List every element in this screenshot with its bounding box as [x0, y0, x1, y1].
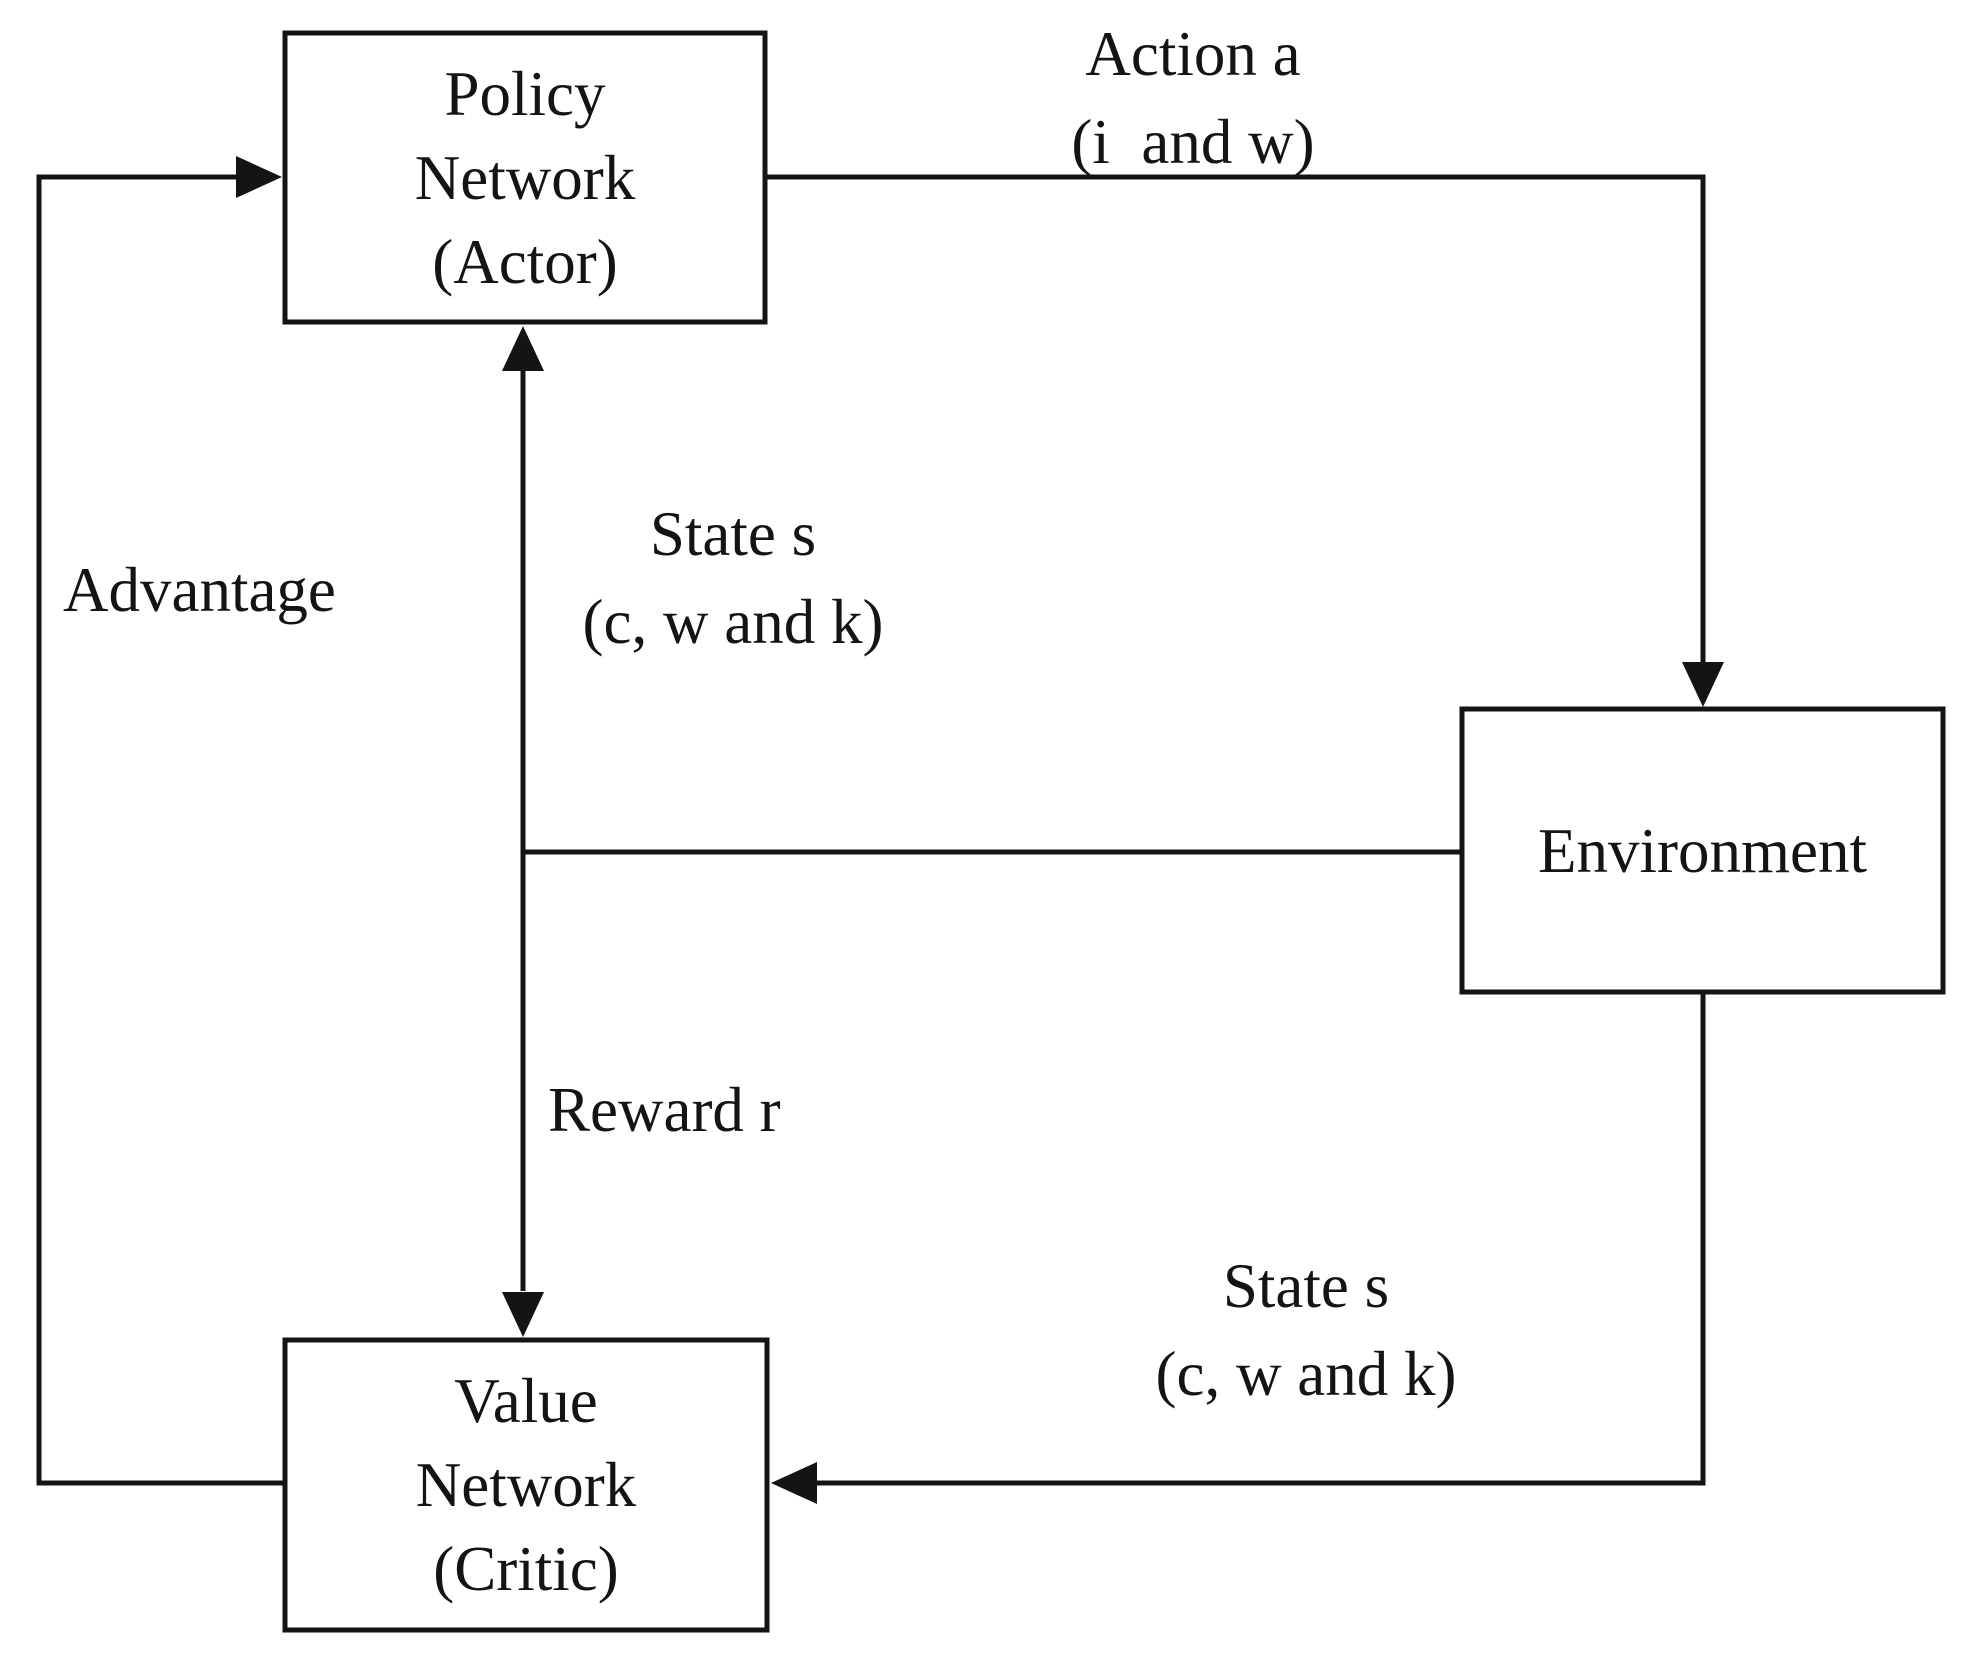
action-edge-label-line2: (i and w)	[1071, 107, 1315, 177]
environment-box	[1459, 706, 1946, 995]
arrowhead-left-into-value-icon	[771, 1462, 817, 1504]
state-to-value-edge-label-line1: State s	[1222, 1251, 1390, 1321]
state-to-value-edge-label: State s (c, w and k)	[1056, 1242, 1556, 1418]
action-edge-label-line1: Action a	[1085, 19, 1301, 89]
arrowhead-right-into-policy-icon	[236, 156, 282, 198]
value-network-label-line1: Value	[454, 1366, 598, 1436]
arrowhead-down-into-environment-icon	[1682, 662, 1724, 707]
state-to-policy-edge-label: State s (c, w and k)	[483, 490, 983, 666]
value-network-label-line2: Network	[415, 1450, 637, 1520]
environment-label: Environment	[1462, 709, 1943, 992]
arrowhead-down-into-value-icon	[502, 1292, 544, 1337]
state-to-value-edge-label-line2: (c, w and k)	[1155, 1339, 1457, 1409]
action-edge-label: Action a (i and w)	[943, 10, 1443, 186]
policy-network-label-line2: Network	[414, 142, 636, 213]
arrowhead-up-into-policy-icon	[502, 326, 544, 371]
value-network-label: Value Network (Critic)	[285, 1340, 767, 1630]
policy-network-label-line1: Policy	[444, 58, 606, 129]
reward-edge-label: Reward r	[548, 1066, 968, 1154]
state-to-policy-edge-label-line2: (c, w and k)	[582, 587, 884, 657]
policy-network-label: Policy Network (Actor)	[285, 33, 765, 322]
state-to-policy-edge-label-line1: State s	[649, 499, 817, 569]
action-edge-line	[765, 174, 1706, 664]
advantage-edge-label: Advantage	[63, 546, 483, 634]
policy-network-box	[282, 30, 768, 325]
state-to-value-edge-line	[817, 992, 1706, 1486]
advantage-edge-label-line1: Advantage	[63, 555, 336, 625]
value-network-box	[282, 1337, 770, 1633]
policy-network-label-line3: (Actor)	[432, 226, 618, 297]
value-network-label-line3: (Critic)	[433, 1534, 619, 1604]
environment-label-line1: Environment	[1538, 815, 1867, 886]
advantage-edge-line	[36, 174, 285, 1486]
reward-edge-label-line1: Reward r	[548, 1075, 781, 1145]
